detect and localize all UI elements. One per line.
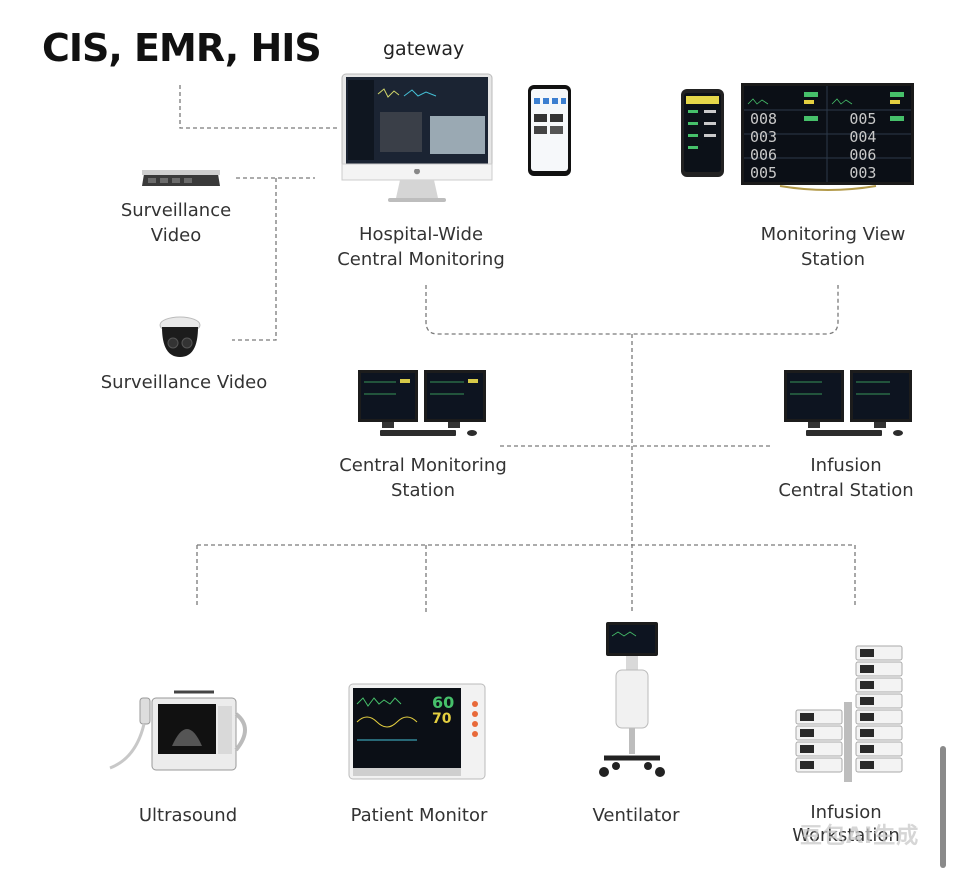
line: Surveillance Video xyxy=(100,372,268,393)
line-his-gateway xyxy=(179,85,338,129)
line: Hospital-Wide xyxy=(358,224,484,245)
line: Workstation xyxy=(792,825,900,846)
tv-tile-text: 008 005 003 004 006 006 005 003 xyxy=(750,110,876,182)
tile-2: 005 xyxy=(849,110,877,128)
ventilator-label: Ventilator xyxy=(580,803,692,828)
infusion-central-label: Infusion Central Station xyxy=(770,453,922,503)
tile-4: 004 xyxy=(849,128,877,146)
monitoring-view-label: Monitoring View Station xyxy=(752,222,914,272)
monitoring-tv-device xyxy=(741,83,914,191)
phone-device xyxy=(528,85,571,176)
infusion-central-device xyxy=(784,370,912,436)
line: Infusion xyxy=(810,455,882,476)
line: Infusion xyxy=(810,802,882,823)
tile-3: 003 xyxy=(750,128,778,146)
monitoring-phone-device xyxy=(681,89,724,177)
hospital-wide-label: Hospital-Wide Central Monitoring xyxy=(330,222,512,272)
monitor-spo2-reading: 70 xyxy=(432,711,452,727)
ultrasound-label: Ultrasound xyxy=(120,803,256,828)
tile-5: 006 xyxy=(750,146,778,164)
line: Ultrasound xyxy=(138,805,238,826)
line: Video xyxy=(150,225,202,246)
line-camera-gateway xyxy=(232,178,277,341)
tile-8: 003 xyxy=(849,164,877,182)
dome-camera-device xyxy=(159,316,201,357)
line: Ventilator xyxy=(592,805,680,826)
line: Station xyxy=(801,249,865,270)
line: Station xyxy=(391,480,455,501)
ventilator-device xyxy=(599,622,665,777)
patient-monitor-label: Patient Monitor xyxy=(340,803,498,828)
tile-1: 008 xyxy=(750,110,778,128)
line-top-bus xyxy=(425,285,839,335)
watermark: 豆包AI生成 xyxy=(800,824,920,849)
central-monitoring-device xyxy=(358,370,486,436)
gateway-label: gateway xyxy=(383,38,465,60)
ultrasound-device xyxy=(109,690,247,771)
surveillance-video-label-2: Surveillance Video xyxy=(96,370,272,395)
line: Central Station xyxy=(778,480,914,501)
infusion-workstation-label: Infusion Workstation xyxy=(780,801,912,847)
central-monitoring-label: Central Monitoring Station xyxy=(332,453,514,503)
line: Patient Monitor xyxy=(350,805,488,826)
line: Monitoring View xyxy=(760,224,906,245)
imac-device xyxy=(341,73,493,202)
tile-7: 005 xyxy=(750,164,778,182)
surveillance-video-label-1: Surveillance Video xyxy=(112,198,240,248)
monitor-hr-reading: 60 xyxy=(432,693,455,712)
line: Central Monitoring xyxy=(337,249,505,270)
line: Surveillance xyxy=(120,200,232,221)
page-title: CIS, EMR, HIS xyxy=(42,26,322,70)
scrollbar[interactable] xyxy=(940,746,946,868)
patient-monitor-device xyxy=(348,683,486,780)
line: Central Monitoring xyxy=(339,455,507,476)
tile-6: 006 xyxy=(849,146,877,164)
nvr-device xyxy=(142,170,220,186)
infusion-workstation-device xyxy=(795,645,903,782)
